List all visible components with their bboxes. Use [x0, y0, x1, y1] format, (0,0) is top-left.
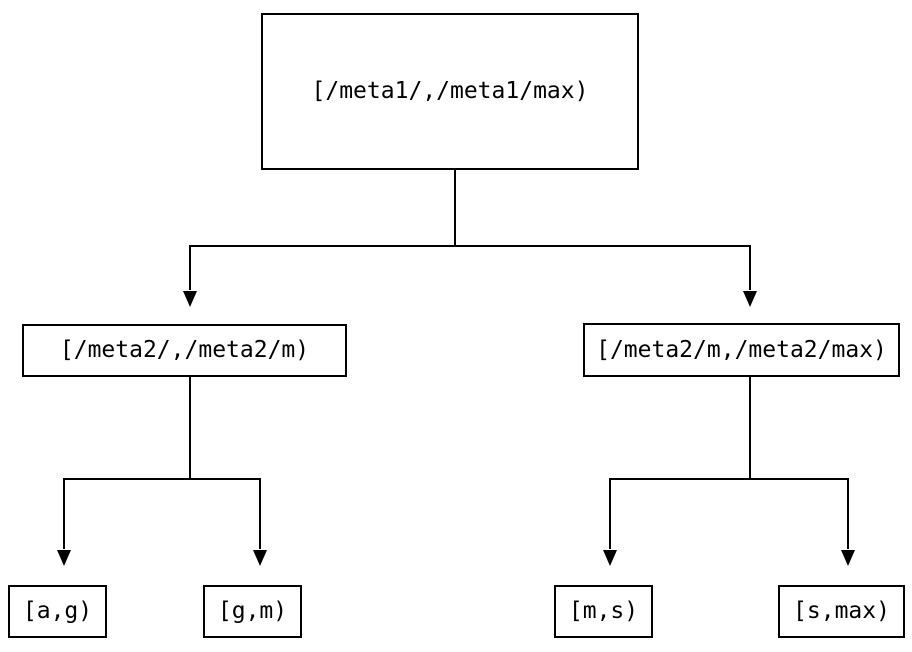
arrow-down-icon	[743, 291, 757, 307]
tree-leaf-a-g: [a,g)	[8, 585, 107, 638]
tree-leaf-s-max-label: [s,max)	[793, 598, 890, 624]
tree-leaf-a-g-label: [a,g)	[22, 598, 93, 624]
tree-node-left-label: [/meta2/,/meta2/m)	[59, 337, 310, 363]
tree-leaf-s-max: [s,max)	[778, 585, 905, 638]
tree-leaf-g-m: [g,m)	[203, 585, 302, 638]
tree-node-root: [/meta1/,/meta1/max)	[261, 13, 639, 170]
arrow-down-icon	[253, 550, 267, 566]
tree-node-left: [/meta2/,/meta2/m)	[22, 324, 347, 377]
tree-node-right-label: [/meta2/m,/meta2/max)	[596, 336, 887, 363]
arrow-down-icon	[603, 550, 617, 566]
tree-node-root-label: [/meta1/,/meta1/max)	[311, 78, 589, 104]
tree-node-right: [/meta2/m,/meta2/max)	[583, 323, 900, 377]
arrow-down-icon	[841, 550, 855, 566]
tree-leaf-m-s: [m,s)	[554, 585, 653, 638]
tree-leaf-m-s-label: [m,s)	[568, 598, 639, 624]
tree-leaf-g-m-label: [g,m)	[217, 598, 288, 624]
arrow-down-icon	[183, 291, 197, 307]
arrow-down-icon	[57, 550, 71, 566]
